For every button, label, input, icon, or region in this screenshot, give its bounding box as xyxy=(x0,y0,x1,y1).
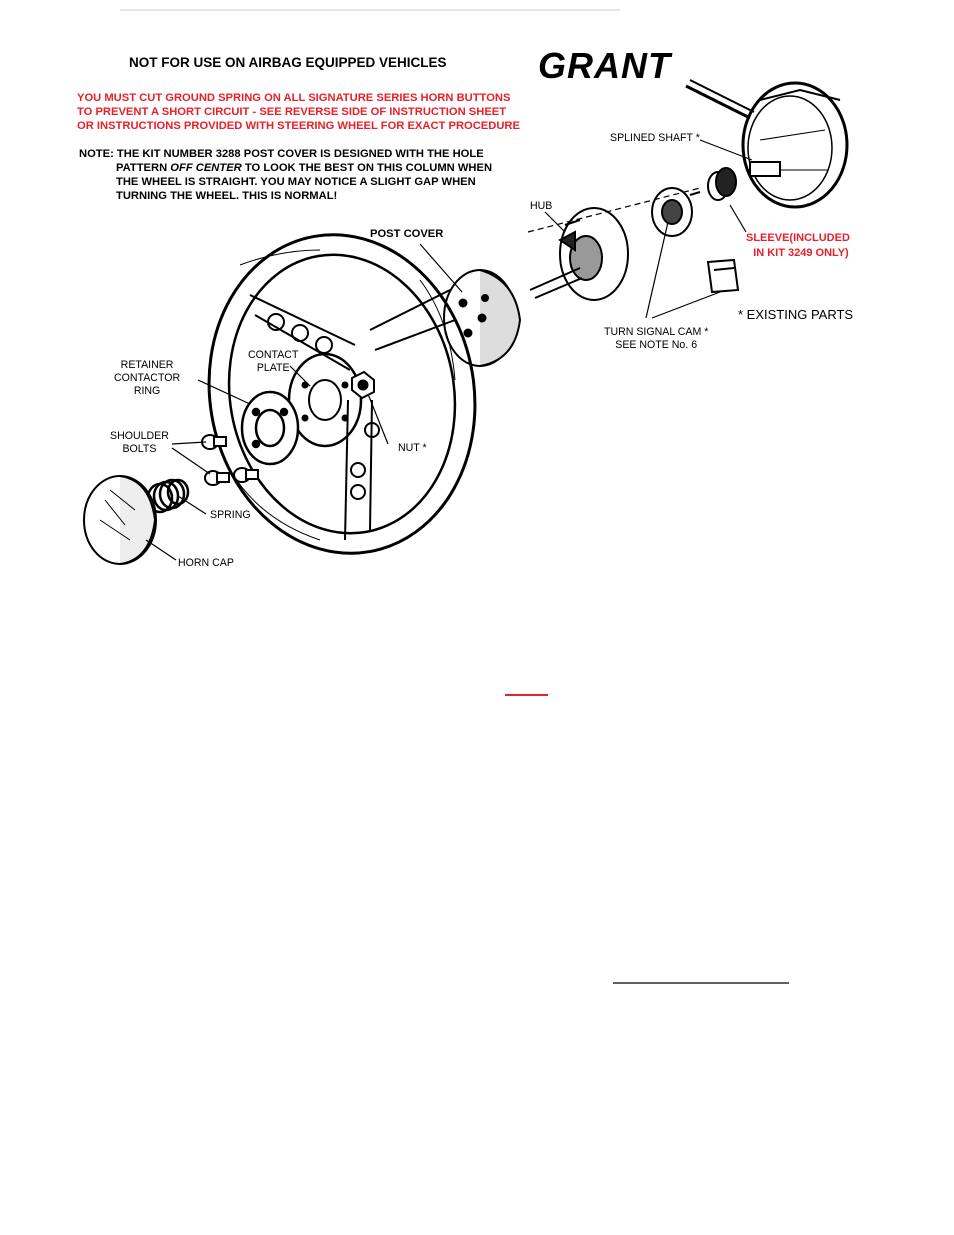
horn-cap xyxy=(83,475,157,565)
label-horn-cap: HORN CAP xyxy=(178,557,234,569)
label-turn-signal-cam: TURN SIGNAL CAM * SEE NOTE No. 6 xyxy=(604,326,709,351)
leader-lines xyxy=(145,139,753,561)
label-contact-plate: CONTACT PLATE xyxy=(248,349,299,374)
warning-line: TO PREVENT A SHORT CIRCUIT - SEE REVERSE… xyxy=(77,106,507,118)
note-line: PATTERN OFF CENTER TO LOOK THE BEST ON T… xyxy=(116,162,493,174)
post-cover xyxy=(443,269,522,367)
cam-follower xyxy=(706,258,740,294)
steering-column xyxy=(685,79,849,209)
note-text: NOTE: THE KIT NUMBER 3288 POST COVER IS … xyxy=(79,147,492,203)
label-retainer-contactor-ring: RETAINER CONTACTOR RING xyxy=(114,359,181,397)
label-post-cover: POST COVER xyxy=(370,228,444,240)
shoulder-bolts xyxy=(201,434,259,486)
sleeve xyxy=(707,167,737,201)
note-emphasis: OFF CENTER xyxy=(170,162,242,174)
label-shoulder-bolts: SHOULDER BOLTS xyxy=(110,430,169,455)
label-existing-parts: * EXISTING PARTS xyxy=(738,307,854,322)
steering-wheel xyxy=(207,233,477,555)
warning-text: YOU MUST CUT GROUND SPRING ON ALL SIGNAT… xyxy=(77,91,520,133)
warning-line: OR INSTRUCTIONS PROVIDED WITH STEERING W… xyxy=(77,120,520,132)
label-spring: SPRING xyxy=(210,509,251,521)
note-line: THE WHEEL IS STRAIGHT. YOU MAY NOTICE A … xyxy=(116,176,476,188)
turn-signal-cam xyxy=(651,187,701,237)
retainer-contactor-ring xyxy=(240,390,300,466)
hub xyxy=(529,207,629,301)
brand-logo: GRANT xyxy=(538,45,671,86)
note-line: NOTE: THE KIT NUMBER 3288 POST COVER IS … xyxy=(79,148,484,160)
label-splined-shaft: SPLINED SHAFT * xyxy=(610,132,700,144)
label-sleeve: SLEEVE(INCLUDED IN KIT 3249 ONLY) xyxy=(746,232,850,259)
warning-line: YOU MUST CUT GROUND SPRING ON ALL SIGNAT… xyxy=(77,92,511,104)
header-title: NOT FOR USE ON AIRBAG EQUIPPED VEHICLES xyxy=(129,55,447,70)
label-hub: HUB xyxy=(530,200,553,212)
label-nut: NUT * xyxy=(398,442,427,454)
note-line: TURNING THE WHEEL. THIS IS NORMAL! xyxy=(116,190,338,202)
